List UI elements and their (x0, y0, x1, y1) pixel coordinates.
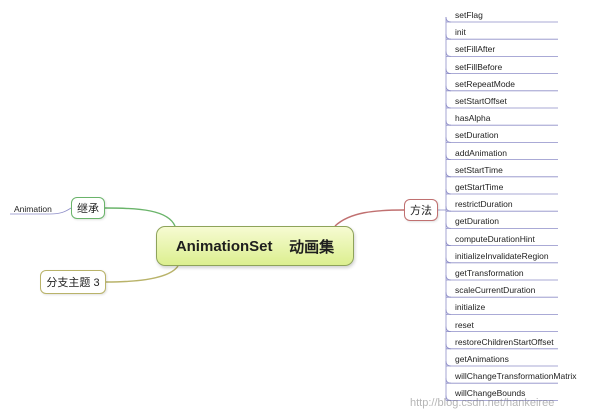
connector-line (445, 292, 452, 298)
topic3-node-label: 分支主题 3 (46, 277, 100, 289)
connector-line (445, 378, 452, 384)
method-item[interactable]: setFillAfter (455, 44, 496, 55)
connector-line (445, 102, 452, 109)
connector-line (445, 309, 452, 315)
method-item[interactable]: setDuration (455, 130, 499, 141)
connector-line (445, 16, 452, 23)
connector-line (445, 171, 452, 178)
topic3-node[interactable]: 分支主题 3 (40, 270, 106, 294)
method-item[interactable]: reset (455, 319, 474, 330)
methods-node[interactable]: 方法 (404, 199, 438, 221)
connector-line (445, 257, 452, 264)
connector-line (445, 343, 452, 350)
method-item[interactable]: addAnimation (455, 147, 507, 158)
inherit-node[interactable]: 继承 (71, 197, 105, 219)
inherit-node-label: 继承 (77, 203, 99, 215)
method-item[interactable]: getAnimations (455, 354, 509, 364)
method-item[interactable]: restoreChildrenStartOffset (455, 336, 554, 347)
method-item[interactable]: restrictDuration (455, 199, 513, 210)
connector-line (10, 207, 72, 215)
connector-line (445, 240, 452, 246)
method-item[interactable]: setStartOffset (455, 96, 507, 106)
method-item[interactable]: init (455, 27, 466, 38)
inherit-leaf-animation[interactable]: Animation (14, 204, 52, 214)
method-item[interactable]: hasAlpha (455, 113, 491, 124)
connector-line (445, 120, 452, 126)
method-item[interactable]: getDuration (455, 216, 499, 227)
method-item[interactable]: setFillBefore (455, 61, 503, 72)
connector-line (334, 209, 405, 227)
method-item[interactable]: setFlag (455, 10, 483, 20)
method-item[interactable]: getTransformation (455, 268, 524, 278)
connector-line (445, 68, 452, 74)
connector-line (105, 265, 179, 283)
connector-line (445, 137, 452, 143)
connector-line (445, 51, 452, 57)
inherit-leaf-label: Animation (14, 204, 52, 214)
connector-line (445, 85, 452, 92)
method-item[interactable]: getStartTime (455, 182, 504, 192)
method-item[interactable]: setRepeatMode (455, 78, 516, 89)
method-item[interactable]: scaleCurrentDuration (455, 285, 536, 296)
central-topic-subtitle: 动画集 (289, 238, 335, 256)
connector-line (445, 188, 452, 195)
connector-line (445, 34, 452, 40)
connector-line (445, 223, 452, 229)
central-topic-title: AnimationSet (175, 237, 273, 255)
connector-line (445, 154, 452, 160)
method-item[interactable]: computeDurationHint (455, 233, 535, 244)
method-item[interactable]: initialize (455, 302, 486, 313)
method-item[interactable]: willChangeTransformationMatrix (455, 371, 577, 382)
connector-line (445, 326, 452, 332)
method-item[interactable]: initializeInvalidateRegion (455, 250, 549, 261)
central-topic-spacer (273, 238, 290, 255)
method-item[interactable]: willChangeBounds (455, 388, 526, 399)
connector-line (445, 206, 452, 212)
watermark: http://blog.csdn.net/hankeiree (410, 397, 555, 409)
connector-line (445, 360, 452, 367)
method-item[interactable]: setStartTime (455, 164, 503, 175)
methods-node-label: 方法 (410, 205, 432, 217)
connector-line (104, 207, 176, 227)
connector-line (445, 274, 452, 281)
central-topic[interactable]: AnimationSet 动画集 (156, 226, 354, 266)
